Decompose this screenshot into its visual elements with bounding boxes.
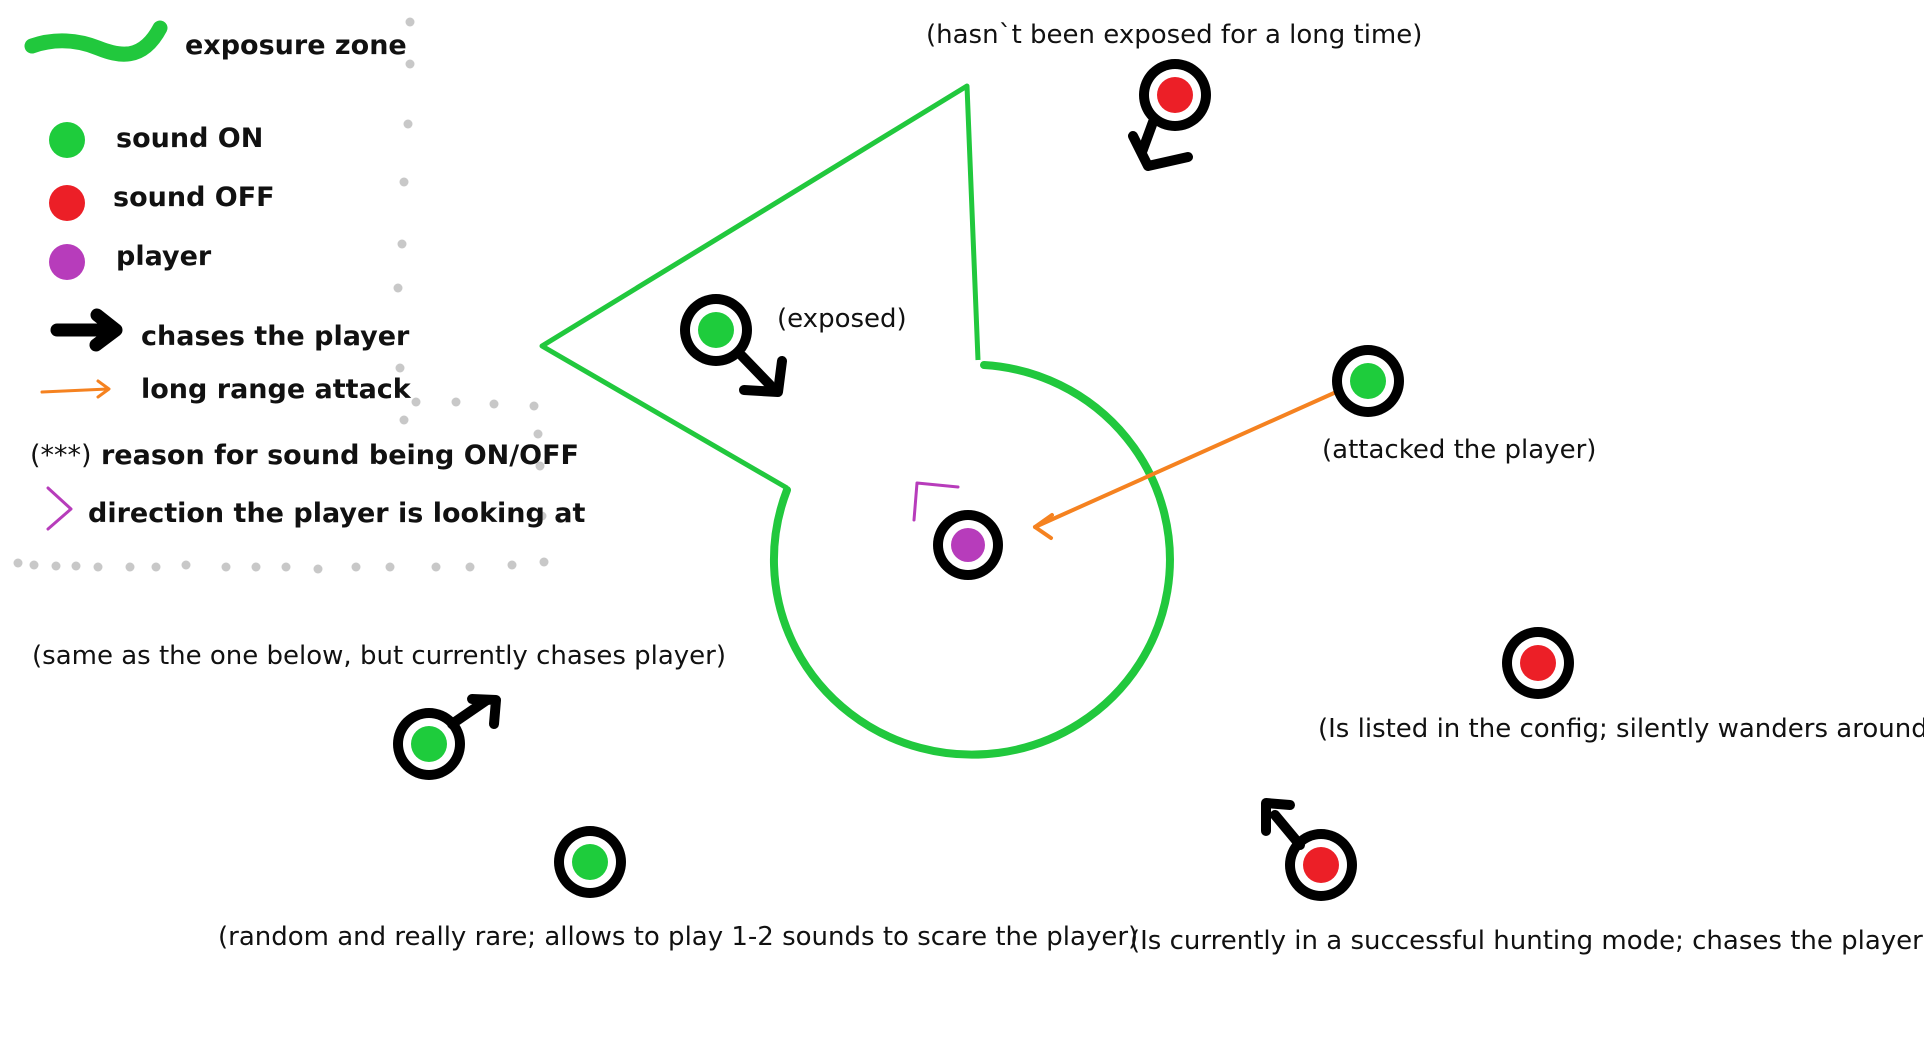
divider-dot [71, 561, 81, 571]
player-look-direction [912, 481, 960, 522]
note-chasing-on: (same as the one below, but currently ch… [32, 641, 727, 671]
legend-divider [13, 17, 549, 574]
legend-long-range-label: long range attack [141, 374, 411, 405]
divider-dot [539, 557, 549, 567]
divider-dot [403, 119, 413, 129]
divider-dot [351, 562, 361, 572]
note-config-wander: (Is listed in the config; silently wande… [1318, 714, 1924, 744]
legend-player-label: player [116, 241, 212, 272]
divider-dot [405, 59, 415, 69]
exposure-zone-swatch [24, 20, 168, 62]
divider-dot [221, 562, 231, 572]
divider-dot [537, 511, 547, 521]
divider-dot [533, 429, 543, 439]
chase-arrow-chasing-on [447, 694, 501, 729]
exposure-zone-circle [769, 361, 1174, 759]
long-range-arrow-icon [40, 379, 111, 399]
entity-config-wander [1502, 627, 1574, 699]
divider-dot [251, 562, 261, 572]
chase-arrow-long-time [1128, 117, 1193, 171]
divider-dot [465, 562, 475, 572]
entity-exposed [680, 294, 752, 366]
divider-dot [489, 399, 499, 409]
legend-chases-label: chases the player [141, 321, 410, 352]
divider-dot [181, 560, 191, 570]
reason-marker: (***) [30, 440, 92, 471]
entity-random-rare [554, 826, 626, 898]
divider-dot [399, 177, 409, 187]
divider-dot [281, 562, 291, 572]
legend-sound-on-label: sound ON [116, 123, 264, 154]
entity-attacker [1332, 345, 1404, 417]
legend-exposure-zone-label: exposure zone [185, 30, 407, 61]
note-attacker: (attacked the player) [1322, 435, 1597, 465]
entity-chasing-on [393, 708, 465, 780]
divider-dot [535, 461, 545, 471]
note-long-time: (hasn`t been exposed for a long time) [926, 20, 1423, 50]
divider-dot [431, 562, 441, 572]
legend-direction-label: direction the player is looking at [88, 498, 586, 529]
divider-dot [397, 239, 407, 249]
divider-dot [405, 17, 415, 27]
entity-long-time [1139, 59, 1211, 131]
chase-arrow-icon [50, 308, 123, 352]
long-range-attack-arrow [1033, 391, 1336, 540]
note-exposed: (exposed) [777, 304, 907, 334]
divider-dot [395, 363, 405, 373]
divider-dot [385, 562, 395, 572]
player-token [933, 510, 1003, 580]
note-random-rare: (random and really rare; allows to play … [218, 922, 1139, 952]
divider-dot [151, 562, 161, 572]
divider-dot [507, 560, 517, 570]
chase-arrow-exposed [737, 351, 787, 397]
divider-dot [125, 562, 135, 572]
sound-off-dot [49, 185, 85, 221]
divider-dot [393, 283, 403, 293]
divider-dot [93, 562, 103, 572]
legend-sound-off-label: sound OFF [113, 182, 275, 213]
divider-dot [451, 397, 461, 407]
exposure-zone-wedge [539, 83, 981, 491]
divider-dot [411, 397, 421, 407]
divider-dot [313, 564, 323, 574]
divider-dot [399, 415, 409, 425]
look-direction-icon [46, 486, 73, 531]
player-dot [49, 244, 85, 280]
legend-reason-label: (***) reason for sound being ON/OFF [30, 442, 579, 469]
divider-dot [13, 558, 23, 568]
divider-dot [529, 401, 539, 411]
note-hunting: (Is currently in a successful hunting mo… [1130, 926, 1924, 956]
divider-dot [51, 561, 61, 571]
reason-text: reason for sound being ON/OFF [91, 440, 579, 471]
divider-dot [29, 560, 39, 570]
chase-arrow-hunting [1261, 798, 1305, 850]
sound-on-dot [49, 122, 85, 158]
